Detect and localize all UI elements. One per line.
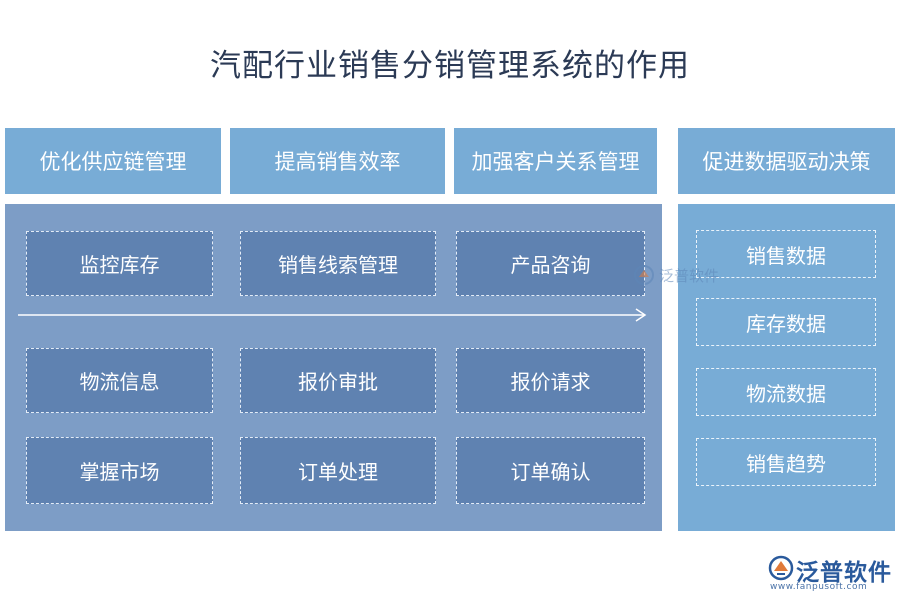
header-data-driven: 促进数据驱动决策 — [678, 128, 895, 194]
grid-box-inventory-monitor: 监控库存 — [26, 231, 213, 296]
right-item-sales-trend: 销售趋势 — [696, 438, 876, 486]
diagram-title: 汽配行业销售分销管理系统的作用 — [210, 48, 690, 84]
grid-box-logistics-info: 物流信息 — [26, 348, 213, 413]
header-supply-chain: 优化供应链管理 — [5, 128, 221, 194]
grid-box-order-processing: 订单处理 — [240, 437, 436, 504]
flow-arrow — [18, 308, 647, 322]
brand-logo-icon — [768, 555, 794, 581]
right-item-sales-data: 销售数据 — [696, 230, 876, 278]
watermark: 泛普软件 — [633, 262, 743, 288]
watermark-text: 泛普软件 — [659, 266, 720, 285]
grid-box-quote-approval: 报价审批 — [240, 348, 436, 413]
right-item-logistics-data: 物流数据 — [696, 368, 876, 416]
header-customer-relations: 加强客户关系管理 — [454, 128, 657, 194]
grid-box-product-inquiry: 产品咨询 — [456, 231, 645, 296]
grid-box-sales-leads: 销售线索管理 — [240, 231, 436, 296]
brand-logo-url: www.fanpusoft.com — [770, 582, 868, 592]
grid-box-quote-request: 报价请求 — [456, 348, 645, 413]
brand-logo-name: 泛普软件 — [796, 560, 892, 586]
brand-logo: 泛普软件 www.fanpusoft.com — [768, 553, 894, 593]
grid-box-order-confirmation: 订单确认 — [456, 437, 645, 504]
header-sales-efficiency: 提高销售效率 — [230, 128, 445, 194]
watermark-logo-icon — [634, 265, 654, 285]
grid-box-market-grasp: 掌握市场 — [26, 437, 213, 504]
right-item-inventory-data: 库存数据 — [696, 298, 876, 346]
